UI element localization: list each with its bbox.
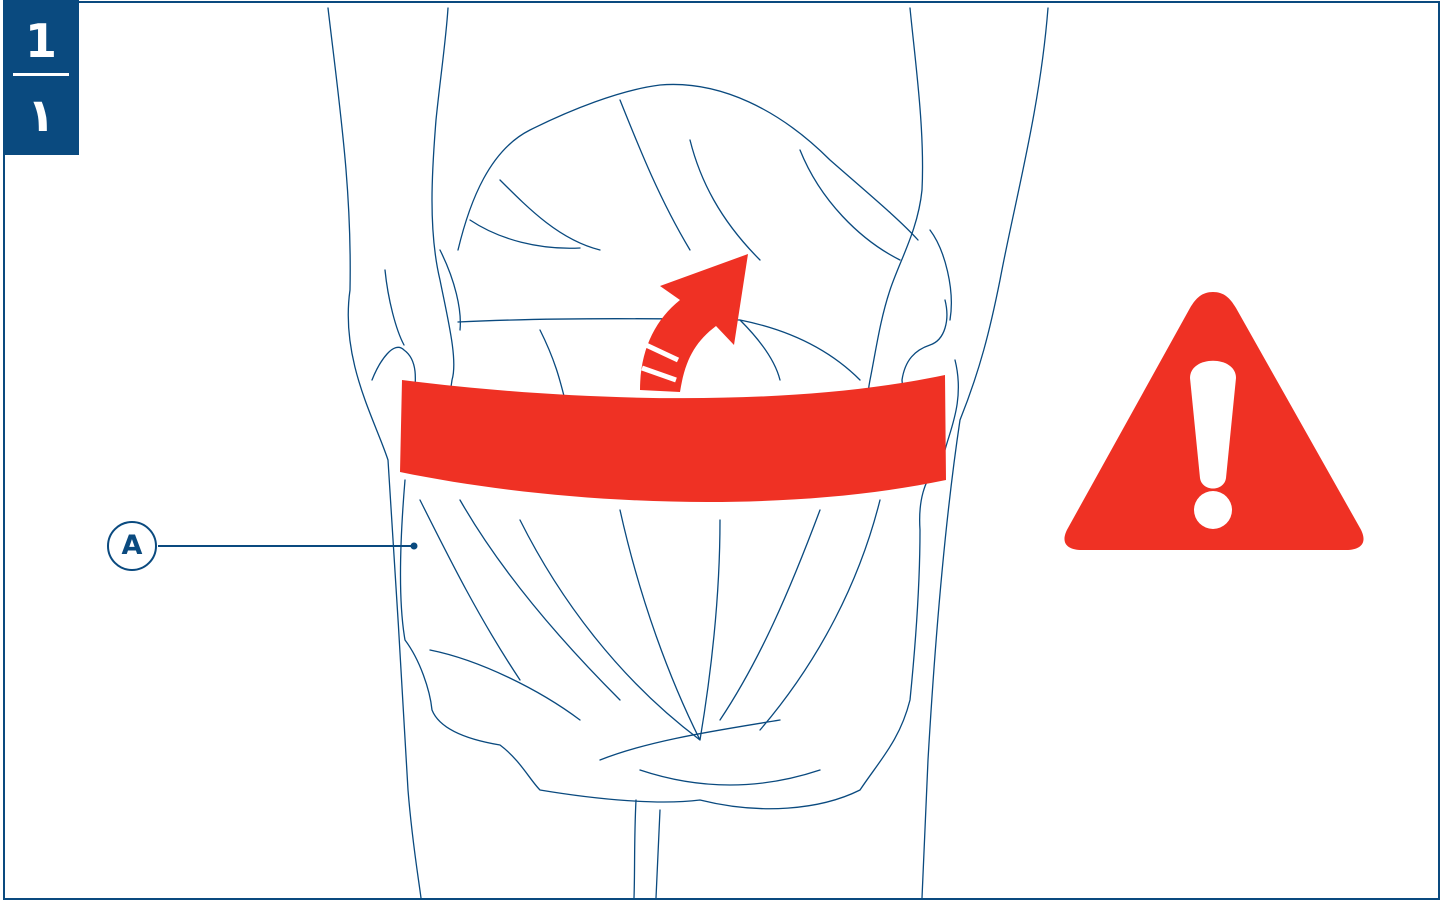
callout-leader-dot (410, 542, 418, 550)
right-hand (867, 7, 959, 451)
callout-label-a: A (121, 530, 143, 561)
red-band (400, 375, 946, 502)
inner-leg-left (633, 799, 637, 899)
right-leg-outline (921, 7, 1049, 899)
warning-triangle-icon (1064, 292, 1364, 550)
step-number-arabic: ١ (26, 88, 56, 142)
bag-bottom (399, 469, 936, 810)
left-hand (371, 7, 461, 430)
step-number-latin: 1 (24, 14, 57, 68)
inner-leg-right (655, 809, 661, 899)
step-divider (13, 73, 69, 76)
callout-circle (107, 521, 157, 571)
curved-arrow-icon (640, 254, 748, 392)
step-badge: 1 ١ (3, 0, 79, 155)
left-leg-outline (327, 7, 422, 899)
